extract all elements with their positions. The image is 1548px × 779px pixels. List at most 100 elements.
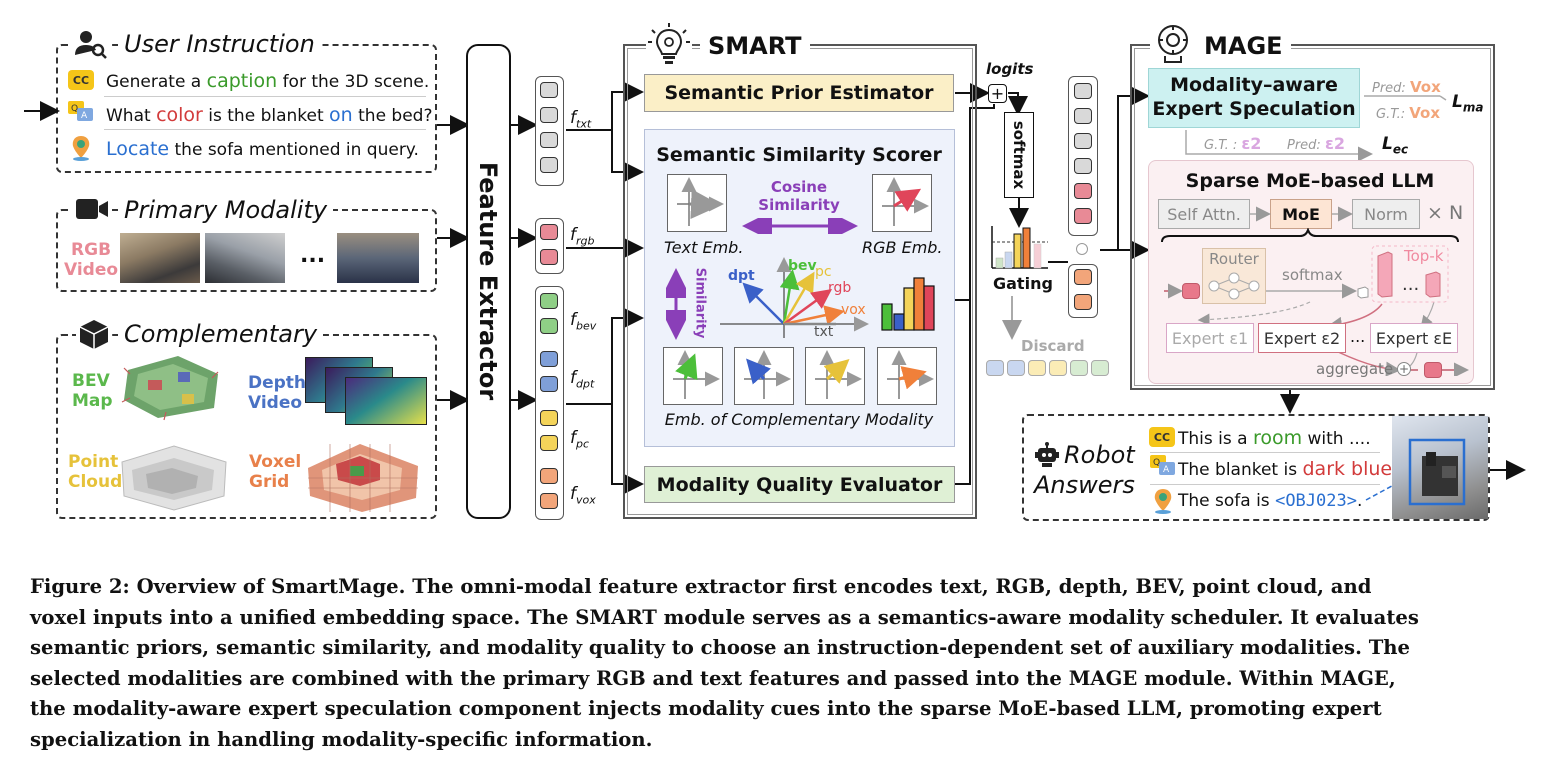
svg-text:Q: Q bbox=[1153, 458, 1160, 468]
answer-divider-2 bbox=[1150, 484, 1380, 485]
instruction-line-3: Locate the sofa mentioned in query. bbox=[106, 138, 419, 160]
caption-line: Figure 2: Overview of SmartMage. The omn… bbox=[30, 575, 1372, 598]
gating-histogram bbox=[988, 222, 1050, 270]
answer-pin-icon bbox=[1151, 487, 1175, 515]
caption-line: the modality-aware expert speculation co… bbox=[30, 697, 1382, 720]
discarded-token bbox=[1049, 360, 1067, 376]
logits-label: logits bbox=[986, 60, 1034, 78]
comp-emb-label: Emb. of Complementary Modality bbox=[664, 410, 934, 429]
discarded-token bbox=[1091, 360, 1109, 376]
semantic-prior-estimator: Semantic Prior Estimator bbox=[644, 74, 954, 112]
answer-line-3: The sofa is <OBJ023>. bbox=[1178, 491, 1363, 511]
pc-token bbox=[540, 435, 558, 451]
feature-extractor-label: Feature Extractor bbox=[474, 161, 502, 401]
expert-2-block: Expert ε2 bbox=[1258, 323, 1346, 353]
router-label: Router bbox=[1209, 250, 1259, 268]
expert-e-block: Expert εE bbox=[1370, 323, 1458, 353]
topk-bar-2 bbox=[1424, 270, 1442, 298]
mage-outer-frame bbox=[1130, 44, 1495, 390]
txt-token bbox=[1074, 108, 1092, 124]
experts-ellipsis: ... bbox=[1350, 327, 1366, 346]
expert-speculation-block bbox=[1148, 68, 1360, 128]
answer-line-1: This is a room with .... bbox=[1178, 427, 1371, 449]
figure-caption: Figure 2: Overview of SmartMage. The omn… bbox=[30, 572, 1530, 755]
divider-2 bbox=[104, 129, 426, 130]
f-dpt-label: fdpt bbox=[570, 368, 595, 391]
comp-emb-axes-3 bbox=[815, 350, 862, 399]
svg-text:Q: Q bbox=[71, 104, 78, 114]
bev-token bbox=[540, 318, 558, 334]
complementary-title: Complementary bbox=[118, 320, 324, 348]
rgb-frame-2 bbox=[205, 233, 285, 283]
lightbulb-gear-icon bbox=[646, 22, 692, 68]
rgb-frame-1 bbox=[120, 233, 200, 283]
rgb-token bbox=[540, 224, 558, 240]
user-search-icon bbox=[72, 28, 112, 60]
discarded-token bbox=[1028, 360, 1046, 376]
similarity-vertical-label: Similarity bbox=[692, 267, 708, 339]
times-n-label: × N bbox=[1427, 202, 1464, 224]
user-instruction-title: User Instruction bbox=[118, 30, 321, 58]
speculation-loss-arrows bbox=[1364, 95, 1447, 101]
f-vox-label: fvox bbox=[570, 484, 596, 507]
primary-modality-title: Primary Modality bbox=[118, 196, 334, 224]
comp-emb-axes-1 bbox=[673, 350, 720, 399]
similarity-scorer-title: Semantic Similarity Scorer bbox=[656, 144, 942, 166]
mage-inner-frame bbox=[1134, 48, 1491, 386]
rgb-ellipsis: ... bbox=[300, 243, 326, 268]
embedding-vectors-plot bbox=[720, 257, 869, 338]
discarded-tokens bbox=[986, 360, 1112, 376]
smart-title: SMART bbox=[700, 32, 810, 60]
discarded-token bbox=[1007, 360, 1025, 376]
txt-token bbox=[540, 82, 558, 98]
discarded-token bbox=[1070, 360, 1088, 376]
f-bev-label: fbev bbox=[570, 310, 597, 333]
output-token bbox=[1424, 362, 1442, 378]
instruction-line-2: What color is the blanket on the bed? bbox=[106, 104, 433, 126]
small-cube-icon bbox=[1356, 284, 1370, 299]
vec-bev-label: bev bbox=[788, 258, 817, 274]
topk-bar-1 bbox=[1376, 250, 1394, 298]
text-emb-axes bbox=[677, 177, 724, 226]
divider-1 bbox=[104, 96, 426, 97]
location-pin-icon bbox=[69, 134, 93, 162]
ec-loss-arrow bbox=[1185, 130, 1373, 160]
answer-divider-1 bbox=[1150, 452, 1380, 453]
comp-emb-axes-4 bbox=[887, 350, 934, 399]
topk-label: Top-k bbox=[1404, 247, 1444, 265]
voxel-grid-image bbox=[300, 434, 426, 514]
video-camera-icon bbox=[72, 196, 112, 222]
loss-ma-label: Lma bbox=[1452, 92, 1484, 115]
robot-icon bbox=[1034, 442, 1060, 468]
merge-node bbox=[1076, 243, 1088, 255]
moe-block: MoE bbox=[1270, 199, 1332, 229]
topk-dashed-box bbox=[1371, 245, 1449, 303]
txt-token bbox=[1074, 158, 1092, 174]
dpt-token bbox=[540, 351, 558, 367]
vec-dpt-label: dpt bbox=[728, 268, 755, 284]
svg-text:A: A bbox=[81, 111, 88, 121]
bev-token bbox=[540, 293, 558, 309]
txt-token bbox=[540, 157, 558, 173]
f-pc-label: fpc bbox=[570, 428, 590, 451]
scene-render-image bbox=[1392, 416, 1488, 519]
depth-frame-3 bbox=[345, 377, 427, 425]
txt-token bbox=[540, 107, 558, 123]
f-rgb-label: frgb bbox=[570, 225, 595, 248]
input-arrows bbox=[24, 82, 1526, 494]
rgb-emb-axes bbox=[882, 177, 929, 226]
bev-map-image bbox=[118, 350, 226, 422]
vox-token bbox=[540, 468, 558, 484]
rgb-token bbox=[1074, 183, 1092, 199]
softmax-block bbox=[1004, 112, 1034, 198]
obj-pointer-line bbox=[1365, 473, 1415, 501]
